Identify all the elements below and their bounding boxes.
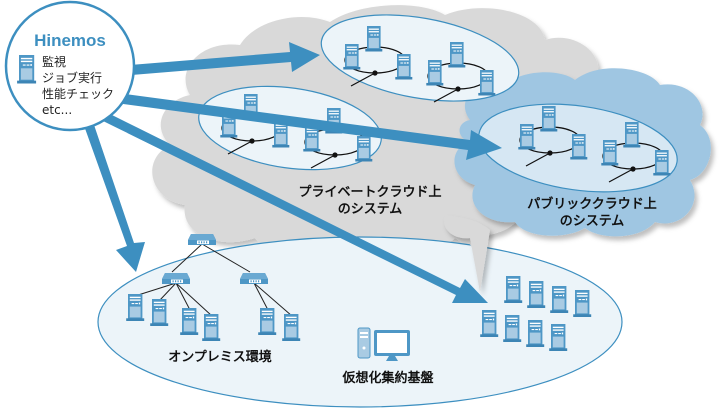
public-cloud-label: パブリッククラウド上 <box>527 196 656 212</box>
public-cloud-label: のシステム <box>560 214 625 229</box>
server-icon <box>426 60 444 86</box>
server-icon <box>126 294 145 321</box>
server-icon <box>202 314 221 341</box>
server-icon <box>601 140 619 166</box>
server-icon <box>365 26 383 52</box>
server-icon <box>570 134 588 160</box>
network-switch-icon <box>188 234 216 245</box>
server-icon <box>549 324 568 351</box>
server-icon <box>258 308 277 335</box>
arrow-to-private-cloud-top <box>118 42 320 76</box>
server-icon <box>540 106 558 132</box>
server-icon <box>653 150 671 176</box>
server-icon <box>282 314 301 341</box>
hinemos-node: Hinemos 監視 ジョブ実行 性能チェック etc... <box>4 0 136 132</box>
server-icon <box>478 70 496 96</box>
server-icon <box>395 54 413 80</box>
arrow-to-public-cloud <box>108 92 502 160</box>
server-icon <box>448 42 466 68</box>
server-icon <box>180 308 199 335</box>
server-icon <box>480 310 499 337</box>
hinemos-server-icon <box>17 55 37 84</box>
server-icon <box>518 124 536 150</box>
hinemos-feature: 監視 <box>42 54 66 69</box>
server-icon <box>355 136 373 162</box>
on-premise-area <box>97 236 623 408</box>
server-icon <box>526 320 545 347</box>
private-cloud-label: プライベートクラウド上 <box>298 185 441 200</box>
private-cloud-label: のシステム <box>338 202 403 217</box>
server-icon <box>550 286 569 313</box>
hinemos-feature: ジョブ実行 <box>42 70 102 85</box>
arrow-to-on-premise <box>82 116 145 272</box>
hinemos-title: Hinemos <box>34 31 106 50</box>
server-icon <box>503 315 522 342</box>
server-icon <box>573 290 592 317</box>
on-premise-network-tree <box>126 234 301 341</box>
server-icon <box>150 299 169 326</box>
hinemos-feature: 性能チェック <box>42 87 114 101</box>
server-icon <box>527 281 546 308</box>
arrow-to-virtualization <box>101 112 488 303</box>
pc-icon <box>357 327 410 361</box>
hinemos-feature: etc... <box>42 103 72 117</box>
server-icon <box>504 276 523 303</box>
server-icon <box>343 44 361 70</box>
monitoring-arrows <box>82 42 502 303</box>
network-switch-icon <box>240 273 268 284</box>
server-icon <box>623 122 641 148</box>
network-switch-icon <box>162 273 190 284</box>
virtualization-label: 仮想化集約基盤 <box>341 370 434 386</box>
on-premise-label: オンプレミス環境 <box>168 349 272 365</box>
